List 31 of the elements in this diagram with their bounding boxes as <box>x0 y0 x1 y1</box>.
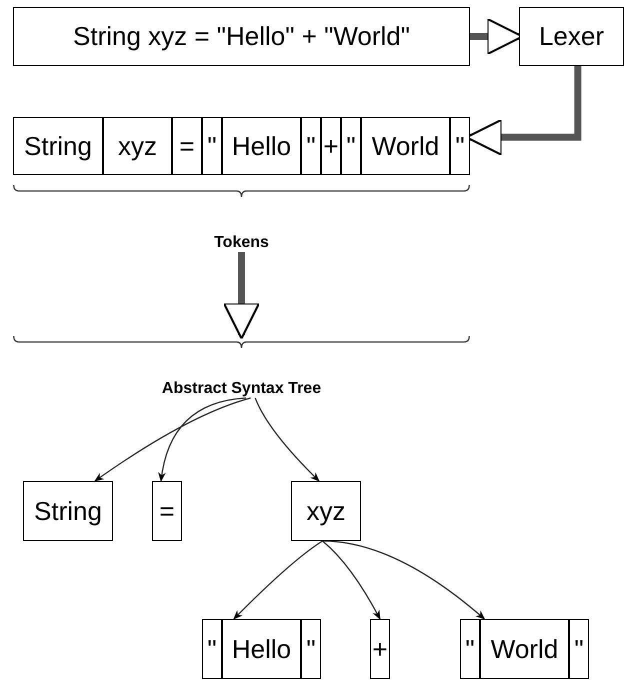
curved-arrow <box>94 397 251 482</box>
curved-arrow <box>158 397 246 482</box>
curved-arrow <box>254 398 320 482</box>
token-box: " <box>460 619 480 679</box>
token-box: " <box>202 117 222 175</box>
token-box: String <box>23 481 113 541</box>
token-box: World <box>480 619 569 679</box>
hollow-arrow <box>222 252 260 340</box>
token-box: " <box>202 619 222 679</box>
group-label: Abstract Syntax Tree <box>160 380 322 398</box>
curved-arrow <box>233 540 323 620</box>
token-box: " <box>341 117 361 175</box>
token-box: " <box>301 619 321 679</box>
curved-arrow <box>322 540 381 620</box>
token-box: String <box>13 117 103 175</box>
token-box: " <box>450 117 470 175</box>
process-box: Lexer <box>519 7 624 66</box>
group-label: Tokens <box>213 234 270 252</box>
token-box: + <box>370 619 390 679</box>
token-box: " <box>569 619 589 679</box>
token-box: = <box>172 117 202 175</box>
token-box: Hello <box>222 619 301 679</box>
token-box: Hello <box>222 117 301 175</box>
curved-arrow <box>322 540 486 620</box>
code-box: String xyz = "Hello" + "World" <box>13 7 470 66</box>
token-box: World <box>361 117 450 175</box>
token-box: xyz <box>103 117 172 175</box>
token-box: + <box>321 117 341 175</box>
token-box: " <box>301 117 321 175</box>
token-box: xyz <box>291 481 361 541</box>
token-box: = <box>152 481 182 541</box>
